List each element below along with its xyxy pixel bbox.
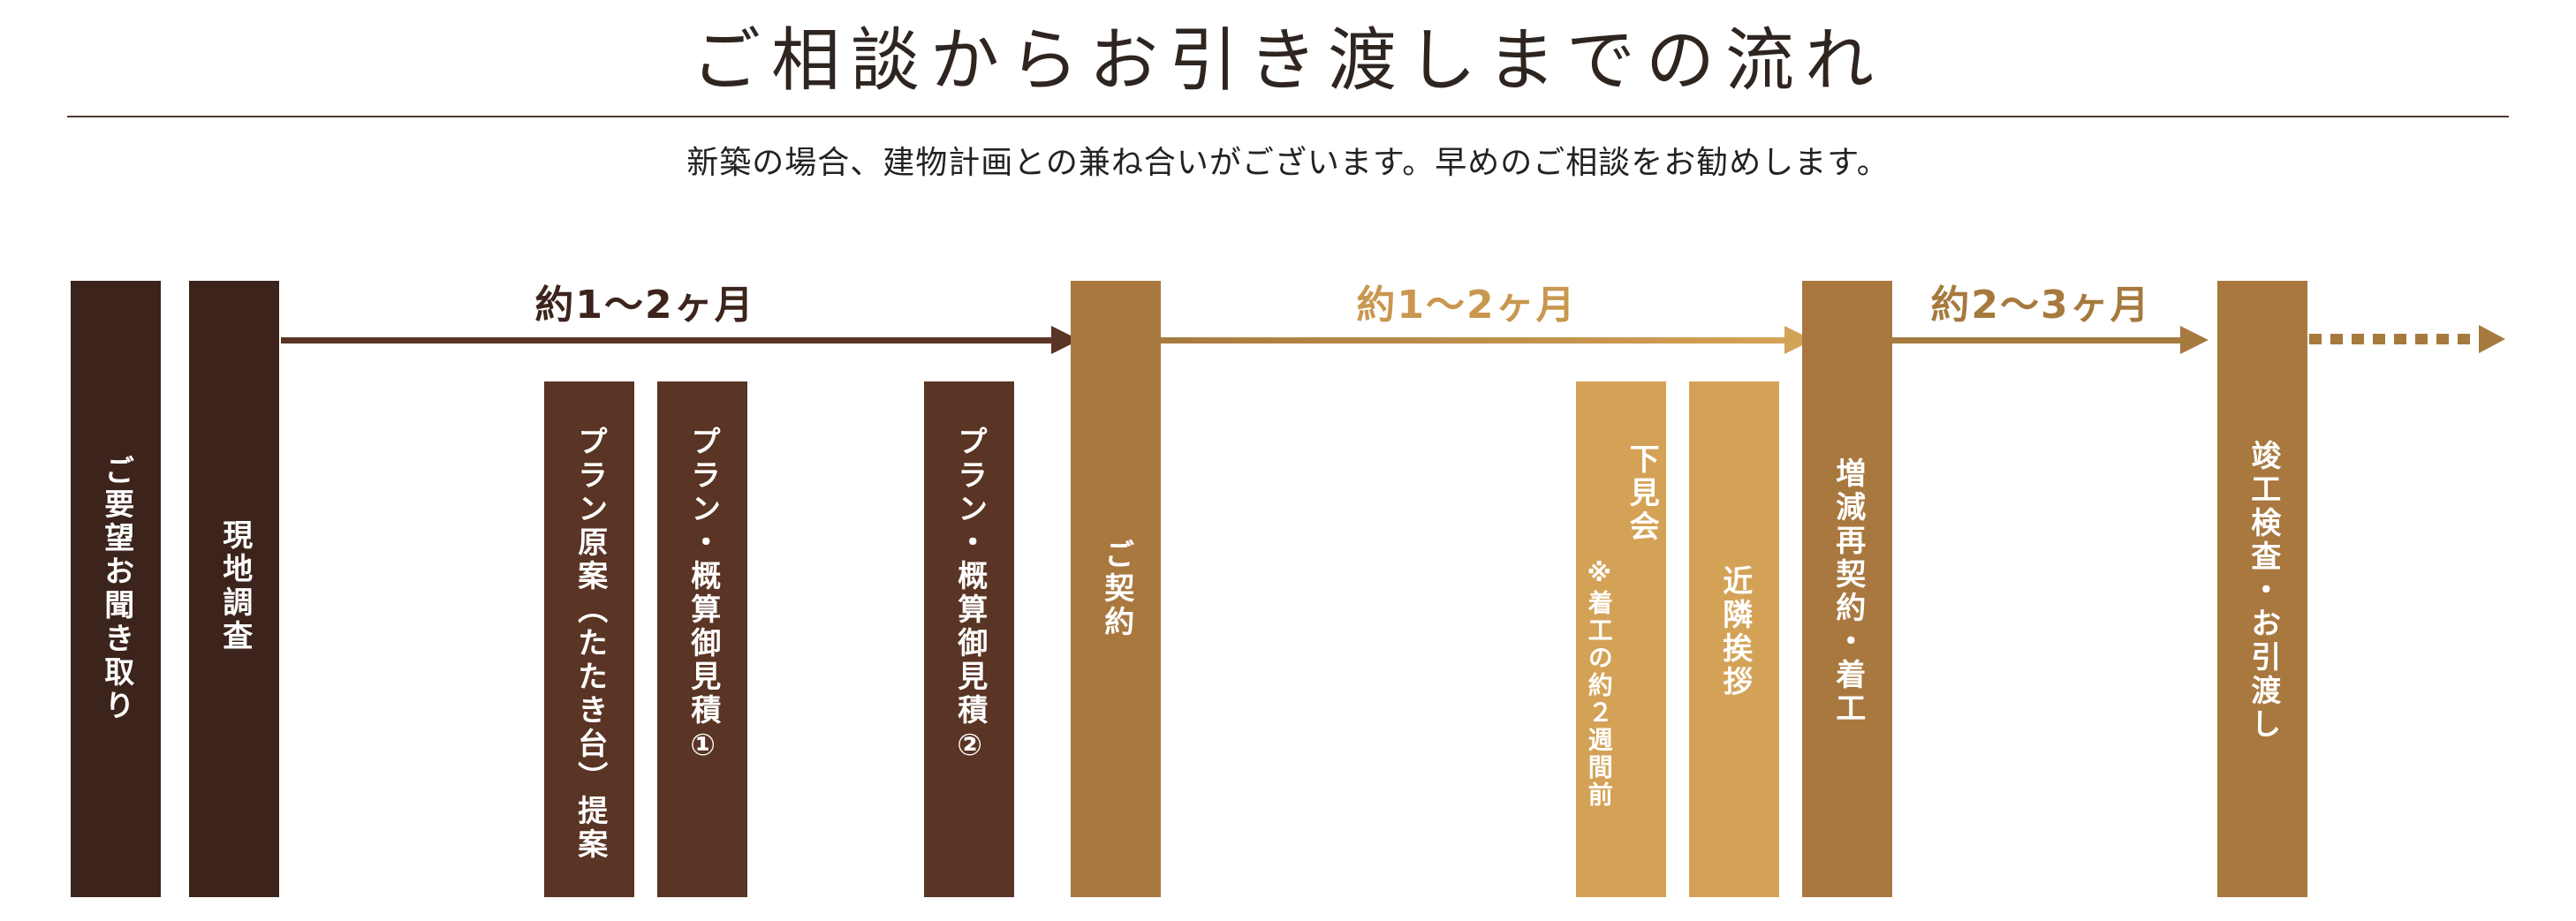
subtitle: 新築の場合、建物計画との兼ね合いがございます。早めのご相談をお勧めします。: [686, 145, 1890, 181]
step-estimate-1: プラン・概算御見積①: [657, 381, 747, 897]
period-label-3: 約2～3ヶ月: [1930, 283, 2151, 328]
step-hearing-label: ご要望お聞き取り: [98, 455, 134, 723]
step-site-survey-label: 現地調査: [216, 519, 253, 653]
period-label-1: 約1～2ヶ月: [534, 283, 755, 328]
step-completion-handover-label: 竣工検査・お引渡し: [2245, 440, 2281, 742]
continuation-dots: [2309, 334, 2479, 344]
step-site-survey: 現地調査: [189, 281, 279, 897]
step-preview-note: ※着工の約２週間前: [1584, 558, 1614, 809]
step-neighbor-greeting-label: 近隣挨拶: [1716, 565, 1753, 699]
title-divider: [67, 116, 2509, 117]
step-hearing: ご要望お聞き取り: [71, 281, 161, 897]
step-contract-label: ご契約: [1098, 539, 1134, 639]
step-plan-draft-label: プラン原案（たたき台）提案: [572, 426, 608, 862]
step-estimate-2: プラン・概算御見積②: [924, 381, 1014, 897]
timeline-arrow-3: [1890, 337, 2180, 343]
arrow-head-3: [2180, 326, 2209, 354]
step-contract: ご契約: [1071, 281, 1161, 897]
step-recontract-start: 増減再契約・着工: [1802, 281, 1892, 897]
arrow-head-4: [2479, 325, 2505, 353]
step-preview: 下見会 ※着工の約２週間前: [1576, 381, 1666, 897]
timeline-arrow-2: [1159, 337, 1784, 343]
period-label-2: 約1～2ヶ月: [1356, 283, 1577, 328]
step-completion-handover: 竣工検査・お引渡し: [2217, 281, 2307, 897]
page-title: ご相談からお引き渡しまでの流れ: [691, 21, 1884, 101]
step-plan-draft: プラン原案（たたき台）提案: [544, 381, 634, 897]
step-neighbor-greeting: 近隣挨拶: [1689, 381, 1779, 897]
timeline-arrow-1: [281, 337, 1051, 343]
step-estimate-1-label: プラン・概算御見積①: [685, 426, 721, 766]
step-recontract-start-label: 増減再契約・着工: [1830, 457, 1866, 726]
step-preview-label: 下見会: [1624, 443, 1660, 544]
step-estimate-2-label: プラン・概算御見積②: [951, 426, 988, 766]
